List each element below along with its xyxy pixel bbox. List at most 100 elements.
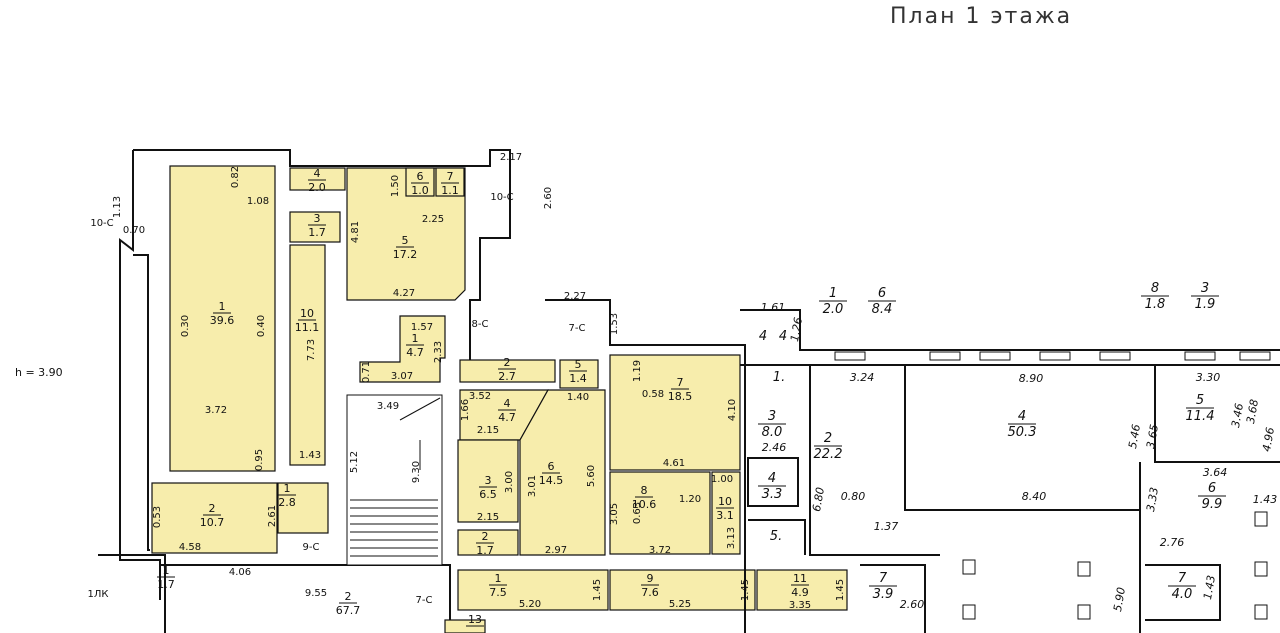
right-room-area: 50.3 [1008, 425, 1037, 440]
dimension-label: 0.63 [632, 502, 643, 524]
room-number-2c: 2 [482, 530, 489, 543]
dimension-label: 1.00 [711, 474, 733, 485]
room-number-1: 1 [219, 300, 226, 313]
stair-label: 10-С [490, 192, 513, 203]
room-number-10: 10 [300, 307, 314, 320]
dimension-label: 2.61 [267, 505, 278, 527]
dimension-label: 0.95 [254, 449, 265, 471]
room-area-3b: 6.5 [479, 488, 497, 501]
room-1b [277, 482, 329, 534]
dimension-label: 5.60 [586, 465, 597, 487]
dimension-label: 3.72 [649, 545, 671, 556]
right-room-area: 1.8 [1145, 297, 1166, 312]
right-room-area: 9.9 [1202, 497, 1223, 512]
dimension-label: 4.58 [179, 542, 201, 553]
dimension-label: 3.64 [1203, 466, 1228, 479]
dimension-label: 4.96 [1260, 426, 1277, 452]
dimension-label: 3.49 [377, 401, 399, 412]
dimension-label: 1.43 [1201, 574, 1218, 600]
dimension-label: 3.72 [205, 405, 227, 416]
right-room-area: 4.0 [1172, 587, 1193, 602]
room-area-7b: 18.5 [668, 390, 693, 403]
dimension-label: 1.19 [632, 360, 643, 382]
dimension-label: 1.45 [740, 579, 751, 601]
room-6b [519, 389, 606, 556]
room-area-4: 2.0 [308, 181, 326, 194]
dimension-label: 1.61 [761, 301, 786, 314]
room-area-2c: 1.7 [476, 544, 494, 557]
room-number-9: 9 [647, 572, 654, 585]
room-1d [457, 569, 609, 611]
room-number-10b: 10 [718, 495, 732, 508]
right-room-number: 7 [1178, 571, 1187, 586]
dimension-label: 3.01 [527, 475, 538, 497]
dimension-label: 1.57 [411, 322, 433, 333]
room-area-2: 10.7 [200, 516, 225, 529]
dimension-label: 3.30 [1196, 371, 1221, 384]
room-area-6b: 14.5 [539, 474, 564, 487]
room-1 [169, 165, 276, 472]
dimension-label: 3.13 [726, 527, 737, 549]
dimension-label: 3.24 [850, 371, 875, 384]
room-10b [711, 471, 741, 555]
room-area-1: 39.6 [210, 314, 235, 327]
dimension-label: 5.90 [1111, 586, 1128, 612]
room-area-2b: 2.7 [498, 370, 516, 383]
dimension-label: 6.80 [810, 486, 827, 512]
staircase [346, 394, 443, 566]
room-number-13: 13 [468, 613, 482, 626]
room-number-3b: 3 [485, 474, 492, 487]
room-area-5b: 1.4 [569, 372, 587, 385]
dimension-label: 1.45 [835, 579, 846, 601]
dimension-label: 0.30 [180, 315, 191, 337]
dimension-label: 2.15 [477, 425, 499, 436]
room-area-6: 1.0 [411, 184, 429, 197]
dimension-label: 2.60 [543, 187, 554, 209]
dimension-label: 1.53 [609, 313, 620, 335]
room-number-3: 3 [314, 212, 321, 225]
room-area-5: 17.2 [393, 248, 418, 261]
stair-label: 1ЛК [88, 589, 109, 600]
dimension-label: 1.66 [460, 399, 471, 421]
room-area-10: 11.1 [295, 321, 320, 334]
room-2 [151, 482, 278, 554]
right-room-number: 6 [1208, 481, 1216, 496]
dimension-label: 2.15 [477, 512, 499, 523]
right-room-number: 2 [824, 431, 832, 446]
dimension-label: 0.53 [152, 506, 163, 528]
room-number-7: 7 [447, 170, 454, 183]
room-number-1e: 1 [163, 564, 170, 577]
dimension-label: 1.08 [247, 196, 269, 207]
dimension-label: 1.43 [299, 450, 321, 461]
stair-label: 10-С [90, 218, 113, 229]
dimension-label: 9.30 [411, 461, 422, 483]
room-3b [457, 439, 519, 523]
stair-label: 8-С [472, 319, 489, 330]
room-number-7b: 7 [677, 376, 684, 389]
right-room-mark: 4 [759, 329, 767, 344]
dimension-label: 1.13 [112, 196, 123, 218]
right-room-area: 22.2 [814, 447, 843, 462]
right-room-area: 11.4 [1186, 409, 1215, 424]
room-number-2: 2 [209, 502, 216, 515]
room-number-1d: 1 [495, 572, 502, 585]
dimension-label: 3.05 [609, 503, 620, 525]
room-number-5b: 5 [575, 358, 582, 371]
room-number-4b: 4 [504, 397, 511, 410]
room-10 [289, 244, 326, 466]
room-area-11: 4.9 [791, 586, 809, 599]
dimension-label: 8.40 [1022, 490, 1047, 503]
room-6 [405, 167, 435, 197]
dimension-label: 2.46 [762, 441, 787, 454]
dimension-label: 7.73 [306, 339, 317, 361]
room-area-2d: 67.7 [336, 604, 361, 617]
room-1c [359, 315, 446, 383]
room-5b [559, 359, 599, 389]
room-number-2b: 2 [504, 356, 511, 369]
right-room-area: 3.9 [873, 587, 894, 602]
dimension-label: 1.45 [592, 579, 603, 601]
room-4 [289, 167, 346, 191]
room-number-1b: 1 [284, 482, 291, 495]
right-room-number: 5 [1196, 393, 1204, 408]
dimension-label: 3.00 [504, 471, 515, 493]
